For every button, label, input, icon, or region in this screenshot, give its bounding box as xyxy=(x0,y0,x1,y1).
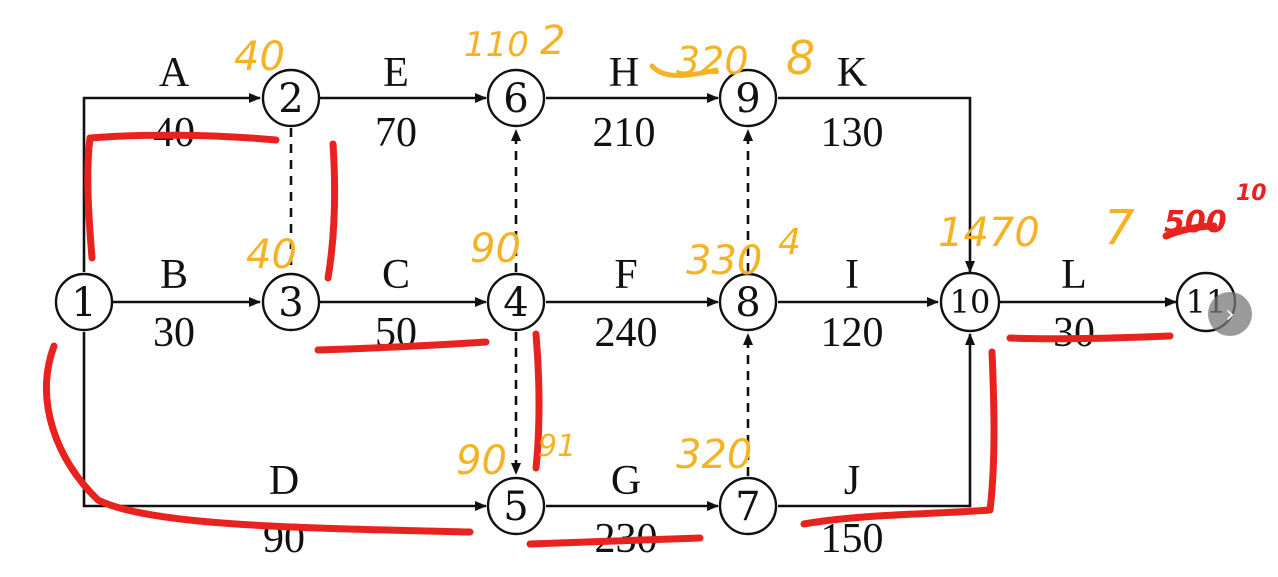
nodes: 1 2 3 4 5 6 7 8 xyxy=(54,68,1237,536)
red-stroke-left-curve xyxy=(43,342,474,536)
red-stroke-top-bracket xyxy=(84,131,280,262)
critical-path-strokes xyxy=(43,131,1218,548)
node-10: 10 xyxy=(939,271,1001,333)
node-label: 4 xyxy=(503,280,528,326)
annotation-node-4: 90 xyxy=(470,226,521,272)
activity-duration-H: 210 xyxy=(593,110,656,156)
node-label: 10 xyxy=(950,283,991,321)
yellow-annotations: 40 40 110 2 320 8 90 330 4 1470 7 90 91 … xyxy=(234,18,1135,484)
node-1: 1 xyxy=(54,272,114,332)
node-label: 2 xyxy=(278,76,303,122)
node-label: 7 xyxy=(735,484,760,530)
annotation-node-10b: 7 xyxy=(1104,200,1135,256)
red-stroke-under-L xyxy=(1006,332,1174,343)
annotation-node-5: 90 xyxy=(456,438,507,484)
activity-duration-J: 150 xyxy=(821,516,884,562)
red-stroke-under-G xyxy=(526,534,704,548)
annotation-node-7: 320 xyxy=(676,432,752,478)
node-label: 3 xyxy=(278,280,303,326)
activity-duration-B: 30 xyxy=(153,310,195,356)
activity-letter-B: B xyxy=(160,252,188,298)
dummy-edges xyxy=(289,128,753,476)
annotation-node-8: 330 xyxy=(686,238,762,284)
node-label: 1 xyxy=(71,280,96,326)
node-6: 6 xyxy=(486,68,546,128)
activity-letter-D: D xyxy=(269,458,299,504)
edge-A xyxy=(82,93,261,272)
annotation-node-5b: 91 xyxy=(538,429,576,464)
node-5: 5 xyxy=(486,476,546,536)
activity-letter-I: I xyxy=(845,252,859,298)
annotation-node-11b: 10 xyxy=(1236,181,1267,206)
red-stroke-J-bracket xyxy=(800,348,998,528)
red-stroke-vertical-2-3 xyxy=(324,140,339,282)
activity-duration-E: 70 xyxy=(375,110,417,156)
node-3: 3 xyxy=(261,272,321,332)
annotation-node-10: 1470 xyxy=(938,210,1040,256)
node-7: 7 xyxy=(718,476,778,536)
activity-letter-E: E xyxy=(383,50,409,96)
next-image-button[interactable]: › xyxy=(1208,292,1252,336)
edge-D xyxy=(82,332,487,511)
activity-duration-L: 30 xyxy=(1053,310,1095,356)
activity-duration-F: 240 xyxy=(595,310,658,356)
activity-duration-K: 130 xyxy=(821,110,884,156)
activity-letter-A: A xyxy=(159,50,190,96)
annotation-node-6b: 2 xyxy=(540,18,565,64)
annotation-loop-icon xyxy=(649,63,719,78)
activity-letter-K: K xyxy=(837,50,867,96)
node-9: 9 xyxy=(718,68,778,128)
annotation-node-8b: 4 xyxy=(778,222,801,263)
annotation-node-3: 40 xyxy=(246,232,297,278)
activity-letter-C: C xyxy=(382,252,410,298)
node-label: 6 xyxy=(503,76,528,122)
node-label: 5 xyxy=(503,484,528,530)
activity-letter-H: H xyxy=(609,50,639,96)
red-stroke-500-underline xyxy=(1162,222,1218,240)
node-8: 8 xyxy=(718,272,778,332)
activity-duration-I: 120 xyxy=(821,310,884,356)
annotation-node-6: 110 xyxy=(464,25,529,65)
activity-letter-J: J xyxy=(844,458,860,504)
red-annotations: 500 10 xyxy=(1164,181,1267,240)
annotation-node-11: 500 xyxy=(1164,205,1227,240)
edge-J xyxy=(778,333,975,508)
activity-letter-L: L xyxy=(1061,252,1087,298)
red-stroke-under-C xyxy=(314,338,490,354)
annotation-node-2: 40 xyxy=(234,34,285,80)
node-4: 4 xyxy=(486,272,546,332)
edge-K xyxy=(778,96,975,273)
chevron-right-icon: › xyxy=(1225,300,1235,328)
activity-edges xyxy=(82,93,1177,511)
annotation-node-9b: 8 xyxy=(786,31,815,85)
node-label: 9 xyxy=(735,76,760,122)
activity-letter-G: G xyxy=(611,458,641,504)
node-label: 8 xyxy=(735,280,760,326)
red-stroke-vertical-4-5 xyxy=(532,330,543,472)
activity-letter-F: F xyxy=(614,252,637,298)
node-2: 2 xyxy=(261,68,321,128)
